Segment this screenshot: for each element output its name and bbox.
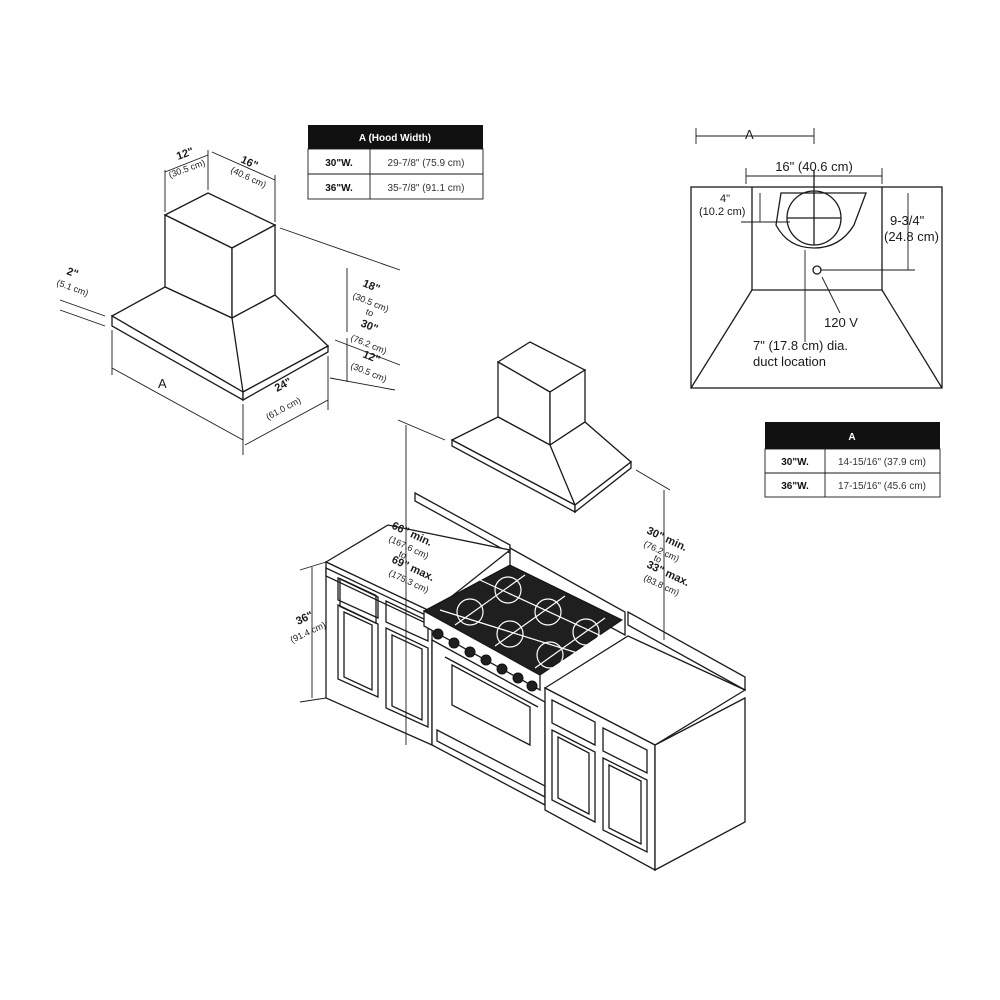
installation-dimension-lines — [299, 419, 671, 745]
hood-width-a-label: A — [158, 376, 167, 391]
edge-cm-label: (5.1 cm) — [55, 277, 89, 298]
chimney-height-max-label: 30" — [359, 318, 380, 336]
hood-width-table — [307, 125, 484, 200]
duct-table-row2-key: 36"W. — [781, 481, 809, 492]
plan-height-label: 9-3/4" — [890, 213, 925, 228]
duct-location-label: duct location — [753, 354, 826, 369]
control-knobs — [432, 628, 538, 692]
installed-hood-drawing — [450, 341, 633, 514]
canopy-height-cm-label: (30.5 cm) — [349, 361, 388, 385]
floor-clearance-to-label: to — [397, 549, 408, 561]
duct-diameter-label: 7" (17.8 cm) dia. — [753, 338, 848, 353]
plan-height-cm-label: (24.8 cm) — [884, 229, 939, 244]
range-appliance — [422, 546, 626, 807]
chimney-depth-label: 12" — [175, 146, 196, 163]
chimney-depth-cm-label: (30.5 cm) — [167, 157, 206, 179]
duct-table — [764, 422, 941, 498]
plan-width-label: 16" (40.6 cm) — [775, 159, 853, 174]
edge-label: 2" — [65, 266, 80, 281]
hood-table-row1-value: 29-7/8" (75.9 cm) — [388, 158, 465, 169]
duct-plan-view — [690, 128, 943, 389]
hood-table-row1-key: 30"W. — [325, 158, 353, 169]
plan-a-label: A — [745, 127, 754, 142]
duct-table-row1-key: 30"W. — [781, 457, 809, 468]
hood-depth-cm-label: (61.0 cm) — [264, 395, 302, 422]
chimney-height-to-label: to — [364, 307, 375, 319]
hood-table-row2-key: 36"W. — [325, 183, 353, 194]
right-cabinet — [543, 610, 747, 872]
range-hood-drawing — [59, 150, 401, 455]
hood-table-row2-value: 35-7/8" (91.1 cm) — [388, 183, 465, 194]
range-clearance-to-label: to — [652, 553, 663, 565]
duct-table-row1-value: 14-15/16" (37.9 cm) — [838, 457, 926, 468]
duct-table-header: A — [848, 432, 855, 443]
chimney-height-min-label: 18" — [361, 278, 382, 296]
duct-table-row2-value: 17-15/16" (45.6 cm) — [838, 481, 926, 492]
cooktop-grates — [439, 574, 611, 669]
plan-offset-label: 4" — [720, 193, 730, 205]
power-outlet-label: 120 V — [824, 315, 858, 330]
hood-table-header: A (Hood Width) — [359, 133, 431, 144]
plan-offset-cm-label: (10.2 cm) — [699, 206, 745, 218]
